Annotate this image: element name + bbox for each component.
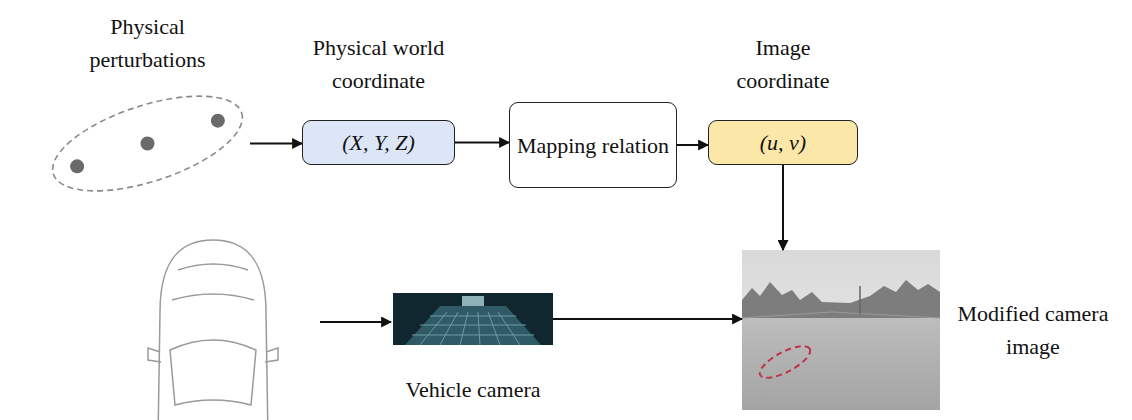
camera-picture bbox=[393, 293, 553, 345]
mapping-box: Mapping relation bbox=[509, 102, 677, 188]
ellipse-outline bbox=[45, 92, 250, 195]
flow-arrow bbox=[455, 142, 509, 144]
vehicle-camera: Vehicle camera bbox=[393, 293, 553, 345]
box-text: Mapping relation bbox=[511, 129, 675, 162]
image-coordinate-box: Image coordinate(u, v) bbox=[708, 120, 858, 165]
node-heading: Vehicle camera bbox=[406, 373, 541, 406]
camera-image: Modified camera image bbox=[742, 250, 940, 410]
car-arrow bbox=[320, 321, 391, 323]
car-outline bbox=[148, 240, 278, 420]
flow-arrow bbox=[553, 318, 742, 320]
flow-arrow bbox=[782, 165, 784, 250]
flow-arrow bbox=[250, 143, 302, 145]
node-heading: Physical perturbations bbox=[68, 10, 228, 76]
dashed-ellipse bbox=[45, 92, 250, 195]
box-text: (X, Y, Z) bbox=[336, 126, 421, 159]
world-coordinate-box: Physical world coordinate(X, Y, Z) bbox=[302, 120, 455, 165]
box-text: (u, v) bbox=[754, 126, 812, 159]
perturbation-dot bbox=[141, 137, 155, 151]
node-heading: Physical world coordinate bbox=[291, 31, 466, 97]
road-photo bbox=[742, 250, 940, 410]
perturbation-dot bbox=[211, 114, 225, 128]
perturbation-dot bbox=[70, 159, 84, 173]
node-heading: Image coordinate bbox=[716, 31, 851, 97]
perturbation-cluster: Physical perturbations bbox=[45, 92, 250, 195]
node-heading: Modified camera image bbox=[948, 297, 1118, 363]
flow-arrow bbox=[677, 144, 708, 146]
